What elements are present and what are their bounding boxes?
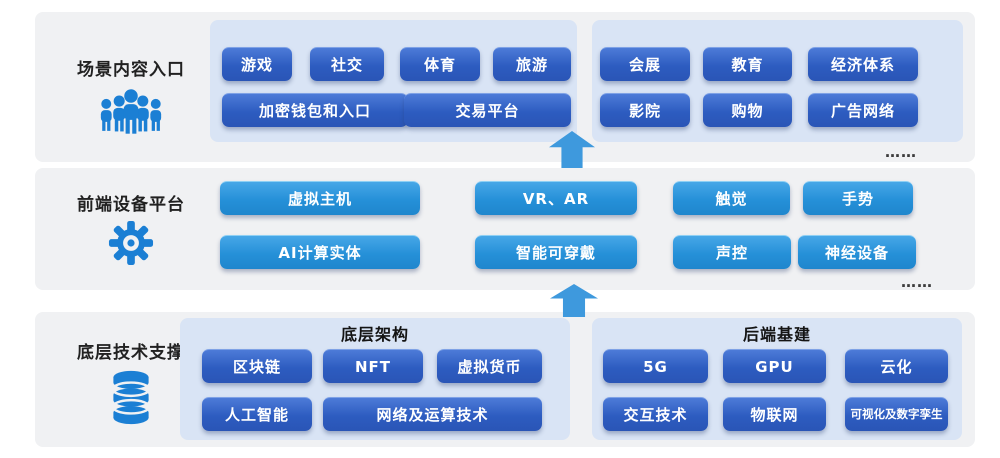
node-travel: 旅游 [493,47,571,81]
node-smart-wearable: 智能可穿戴 [475,235,637,269]
node-gesture: 手势 [803,181,913,215]
node-interaction-tech: 交互技术 [603,397,708,431]
node-voice-control: 声控 [673,235,791,269]
node-shopping: 购物 [703,93,792,127]
node-sports: 体育 [400,47,480,81]
node-haptics: 触觉 [673,181,790,215]
node-economic-system: 经济体系 [808,47,918,81]
node-vr-ar: VR、AR [475,181,637,215]
node-games: 游戏 [222,47,292,81]
node-virtual-host: 虚拟主机 [220,181,420,215]
node-5g: 5G [603,349,708,383]
band1-ellipsis: …… [885,143,917,161]
band-underlying-tech-support: 底层技术支撑 底层架构 区 [35,312,975,447]
node-social: 社交 [310,47,384,81]
band3-title: 底层技术支撑 [77,343,185,363]
node-exhibition: 会展 [600,47,690,81]
node-iot: 物联网 [723,397,826,431]
node-blockchain: 区块链 [202,349,312,383]
node-gpu: GPU [723,349,826,383]
node-cloudification: 云化 [845,349,948,383]
band2-ellipsis: …… [901,273,933,291]
node-nft: NFT [323,349,423,383]
band1-title: 场景内容入口 [77,60,185,80]
panel-c-title: 底层架构 [340,325,409,344]
band-scene-content-entry: 场景内容入口 [35,12,975,162]
database-icon [106,369,156,427]
node-ad-network: 广告网络 [808,93,918,127]
node-education: 教育 [703,47,792,81]
panel-underlying-architecture: 底层架构 区块链 NFT 虚拟货币 人工智能 网络及运算技术 [180,318,570,440]
band2-label-column: 前端设备平台 [47,168,215,290]
panel-scene-right: 会展 教育 经济体系 影院 购物 广告网络 [592,20,963,142]
node-ai-computing-entity: AI计算实体 [220,235,420,269]
node-artificial-intelligence: 人工智能 [202,397,312,431]
node-network-computing-tech: 网络及运算技术 [323,397,542,431]
node-visualization-digital-twin: 可视化及数字孪生 [845,397,948,431]
people-group-icon [95,86,167,142]
node-neural-device: 神经设备 [798,235,916,269]
band3-label-column: 底层技术支撑 [47,312,215,447]
node-cinema: 影院 [600,93,690,127]
band2-title: 前端设备平台 [77,195,185,215]
node-crypto-wallet-entry: 加密钱包和入口 [222,93,408,127]
node-trading-platform: 交易平台 [404,93,571,127]
panel-d-title: 后端基建 [742,325,811,344]
gear-icon [108,220,154,266]
node-virtual-currency: 虚拟货币 [437,349,542,383]
band-frontend-device-platform: 前端设备平台 [35,168,975,291]
panel-scene-left: 游戏 社交 体育 旅游 加密钱包和入口 交易平台 [210,20,577,142]
panel-backend-infrastructure: 后端基建 5G GPU 云化 交互技术 物联网 可视化及数字孪生 [592,318,962,440]
band1-label-column: 场景内容入口 [47,12,215,162]
